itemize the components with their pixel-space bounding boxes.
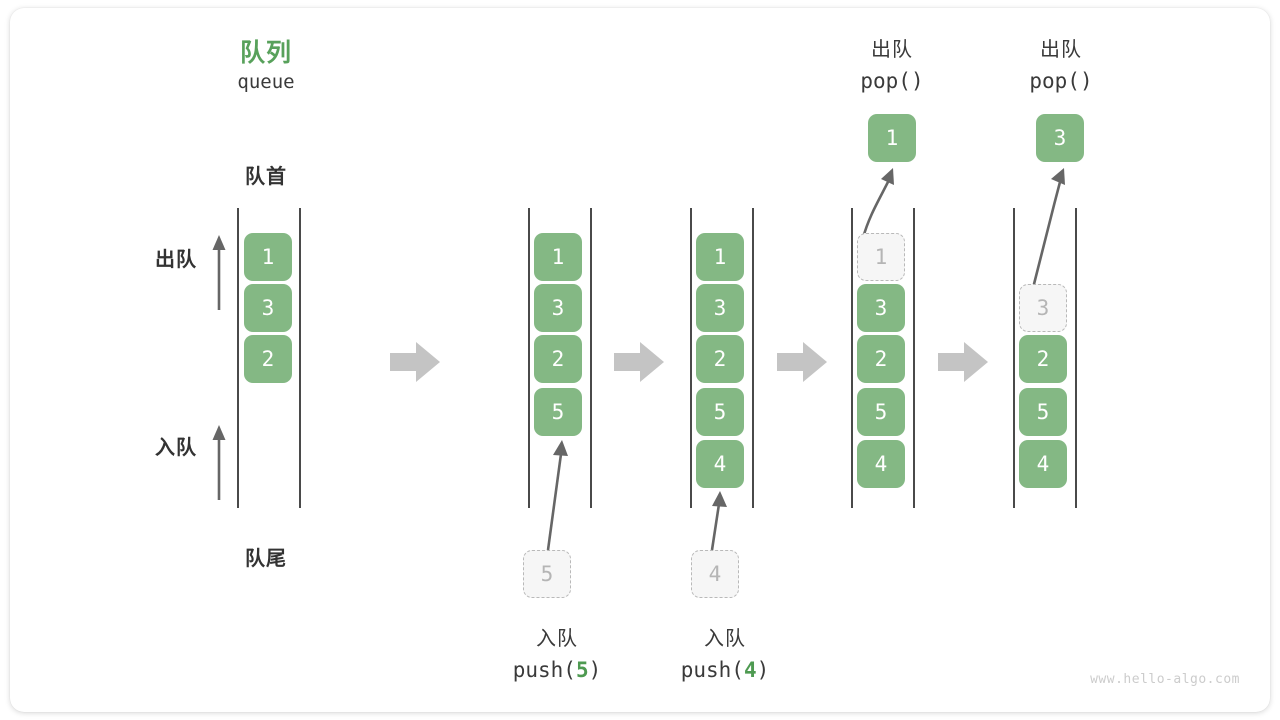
push-code-arg: 4 bbox=[743, 658, 757, 682]
queue-cell-new: 5 bbox=[534, 388, 582, 436]
dequeue-direction-arrow bbox=[212, 235, 226, 310]
step-arrow-1 bbox=[390, 342, 440, 382]
channel-wall-right bbox=[590, 208, 592, 508]
queue-cell: 3 bbox=[857, 284, 905, 332]
pop-caption-code: pop() bbox=[981, 69, 1141, 93]
enqueue-label: 入队 bbox=[155, 437, 197, 459]
popped-element: 1 bbox=[868, 114, 916, 162]
pop-caption-code: pop() bbox=[812, 69, 972, 93]
queue-cell: 4 bbox=[857, 440, 905, 488]
channel-wall-left bbox=[528, 208, 530, 508]
pop-code-prefix: pop( bbox=[1029, 69, 1080, 93]
diagram-title-cn: 队列 bbox=[239, 39, 292, 67]
removed-element-ghost: 3 bbox=[1019, 284, 1067, 332]
queue-cell: 2 bbox=[857, 335, 905, 383]
pop-caption-cn: 出队 bbox=[1040, 39, 1082, 61]
queue-cell: 2 bbox=[534, 335, 582, 383]
channel-wall-left bbox=[237, 208, 239, 508]
front-label: 队首 bbox=[245, 166, 287, 188]
step-arrow-4 bbox=[938, 342, 988, 382]
channel-wall-right bbox=[752, 208, 754, 508]
pop-code-prefix: pop( bbox=[860, 69, 911, 93]
push-caption-cn: 入队 bbox=[536, 628, 578, 650]
push-code-prefix: push( bbox=[680, 658, 744, 682]
queue-cell: 3 bbox=[244, 284, 292, 332]
queue-cell: 2 bbox=[696, 335, 744, 383]
queue-cell: 3 bbox=[534, 284, 582, 332]
channel-wall-right bbox=[1075, 208, 1077, 508]
pop-code-suffix: ) bbox=[1079, 69, 1093, 93]
push-arrow bbox=[710, 491, 727, 551]
step-arrow-2 bbox=[614, 342, 664, 382]
channel-wall-left bbox=[1013, 208, 1015, 508]
push-code-arg: 5 bbox=[575, 658, 589, 682]
queue-cell: 1 bbox=[534, 233, 582, 281]
queue-cell: 4 bbox=[1019, 440, 1067, 488]
rear-label: 队尾 bbox=[245, 548, 287, 570]
push-caption-code: push(4) bbox=[645, 658, 805, 682]
queue-cell: 5 bbox=[857, 388, 905, 436]
queue-cell: 1 bbox=[696, 233, 744, 281]
removed-element-ghost: 1 bbox=[857, 233, 905, 281]
pop-arrow bbox=[861, 168, 894, 239]
channel-wall-left bbox=[690, 208, 692, 508]
queue-cell-new: 4 bbox=[696, 440, 744, 488]
push-arrow bbox=[546, 440, 568, 551]
incoming-element-ghost: 5 bbox=[523, 550, 571, 598]
channel-wall-right bbox=[913, 208, 915, 508]
channel-wall-left bbox=[851, 208, 853, 508]
pop-caption-cn: 出队 bbox=[871, 39, 913, 61]
push-caption-cn: 入队 bbox=[704, 628, 746, 650]
watermark: www.hello-algo.com bbox=[1090, 672, 1240, 687]
popped-element: 3 bbox=[1036, 114, 1084, 162]
push-code-suffix: ) bbox=[588, 658, 602, 682]
queue-cell: 2 bbox=[244, 335, 292, 383]
step-arrow-3 bbox=[777, 342, 827, 382]
queue-cell: 2 bbox=[1019, 335, 1067, 383]
diagram-title-en: queue bbox=[237, 71, 295, 93]
incoming-element-ghost: 4 bbox=[691, 550, 739, 598]
queue-cell: 1 bbox=[244, 233, 292, 281]
queue-cell: 3 bbox=[696, 284, 744, 332]
push-caption-code: push(5) bbox=[477, 658, 637, 682]
enqueue-direction-arrow bbox=[212, 425, 226, 500]
queue-cell: 5 bbox=[1019, 388, 1067, 436]
pop-code-suffix: ) bbox=[910, 69, 924, 93]
channel-wall-right bbox=[299, 208, 301, 508]
push-code-suffix: ) bbox=[756, 658, 770, 682]
pop-arrow bbox=[1030, 168, 1065, 293]
queue-cell: 5 bbox=[696, 388, 744, 436]
push-code-prefix: push( bbox=[512, 658, 576, 682]
dequeue-label: 出队 bbox=[155, 249, 197, 271]
